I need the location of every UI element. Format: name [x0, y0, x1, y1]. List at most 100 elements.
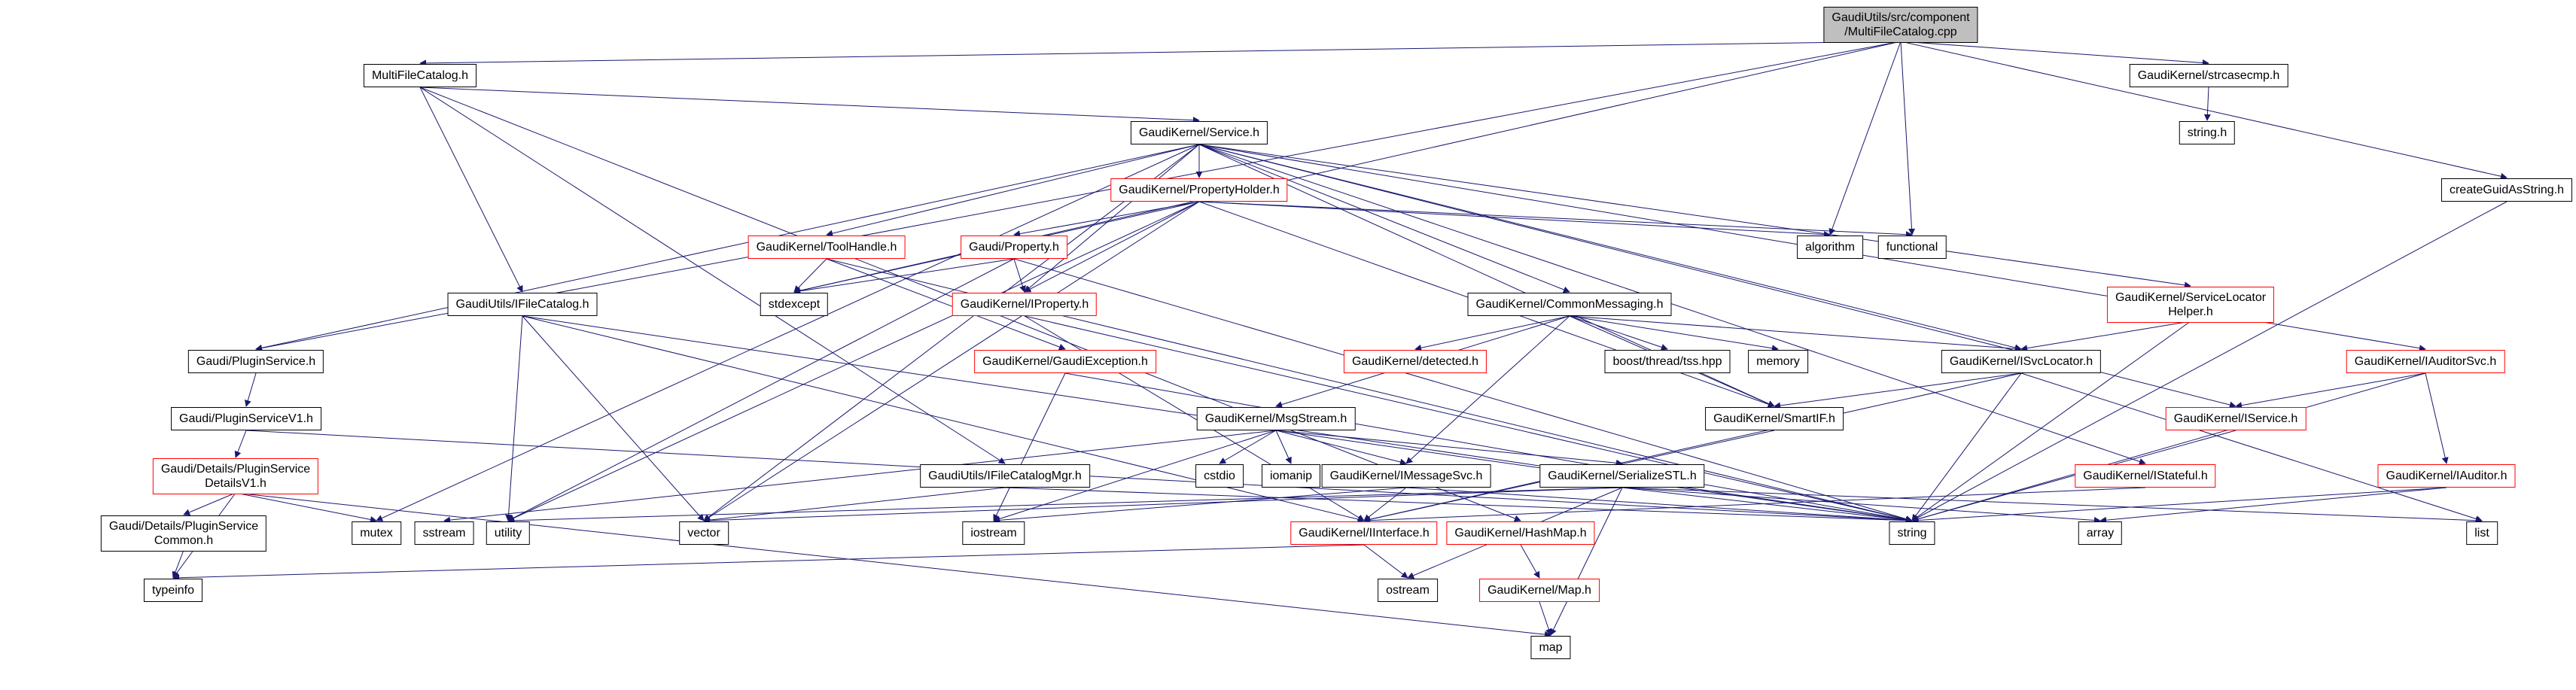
node-service[interactable]: GaudiKernel/Service.h: [1130, 121, 1268, 144]
node-ifilecatalogmgr[interactable]: GaudiUtils/IFileCatalogMgr.h: [920, 464, 1090, 488]
node-commonmsg[interactable]: GaudiKernel/CommonMessaging.h: [1467, 293, 1672, 316]
node-map_h[interactable]: GaudiKernel/Map.h: [1479, 579, 1600, 602]
edge-iauditorsvc-to-iauditor: [2425, 372, 2449, 464]
node-imessagesvc[interactable]: GaudiKernel/IMessageSvc.h: [1321, 464, 1491, 488]
edge-serializestl-to-map: [1550, 487, 1623, 636]
node-svclochelper[interactable]: GaudiKernel/ServiceLocator Helper.h: [2106, 287, 2275, 323]
edge-imessagesvc-to-string: [1405, 487, 1913, 524]
edge-property-to-string: [1013, 258, 1913, 523]
node-map: map: [1530, 636, 1571, 659]
edge-iinterface-to-ostream: [1363, 544, 1408, 579]
node-property[interactable]: Gaudi/Property.h: [961, 236, 1067, 259]
node-pscommon[interactable]: Gaudi/Details/PluginService Common.h: [100, 515, 267, 552]
node-stdexcept: stdexcept: [760, 293, 829, 316]
node-iservice[interactable]: GaudiKernel/IService.h: [2165, 407, 2307, 430]
edge-iauditor-to-array: [2099, 487, 2447, 524]
node-propholder[interactable]: GaudiKernel/PropertyHolder.h: [1110, 178, 1288, 202]
edge-commonmsg-to-detected: [1414, 315, 1570, 351]
node-ifilecatalog[interactable]: GaudiUtils/IFileCatalog.h: [447, 293, 598, 316]
node-hashmap[interactable]: GaudiKernel/HashMap.h: [1446, 521, 1595, 545]
edge-isvclocator-to-iinterface: [1363, 372, 2022, 523]
node-vector: vector: [679, 521, 729, 545]
node-gaudiexception[interactable]: GaudiKernel/GaudiException.h: [974, 350, 1156, 373]
edge-serializestl-to-string: [1621, 487, 1913, 524]
node-cstdio: cstdio: [1195, 464, 1244, 488]
node-psdetailsv1[interactable]: Gaudi/Details/PluginService DetailsV1.h: [152, 458, 319, 494]
edge-msgstream-to-iomanip: [1275, 430, 1292, 464]
edge-strcase-to-string_h: [2203, 87, 2211, 121]
edge-msgstream-to-serializestl: [1275, 430, 1623, 467]
edge-mfc_h-to-ifilecatalog: [419, 87, 523, 293]
node-mutex: mutex: [352, 521, 401, 545]
node-list: list: [2466, 521, 2498, 545]
edge-toolhandle-to-gaudiexception: [826, 258, 1066, 351]
node-iauditorsvc[interactable]: GaudiKernel/IAuditorSvc.h: [2346, 350, 2505, 373]
node-typeinfo: typeinfo: [143, 579, 203, 602]
edge-pluginservice-to-pluginservicev1: [244, 372, 257, 407]
node-mfc_h[interactable]: MultiFileCatalog.h: [363, 64, 477, 87]
node-serializestl[interactable]: GaudiKernel/SerializeSTL.h: [1539, 464, 1705, 488]
node-msgstream[interactable]: GaudiKernel/MsgStream.h: [1196, 407, 1356, 430]
edge-iauditorsvc-to-iservice: [2235, 372, 2426, 409]
edge-propholder-to-algorithm: [1198, 201, 1831, 239]
edge-pscommon-to-typeinfo: [172, 549, 184, 579]
edge-ifilecatalogmgr-to-vector: [703, 487, 1006, 524]
edge-service-to-svclochelper: [1198, 144, 2191, 289]
edge-property-to-utility: [507, 258, 1015, 521]
edge-createguid-to-string: [1911, 201, 2507, 521]
node-iinterface[interactable]: GaudiKernel/IInterface.h: [1290, 521, 1438, 545]
edge-isvclocator-to-smartif: [1774, 372, 2022, 409]
node-detected[interactable]: GaudiKernel/detected.h: [1343, 350, 1487, 373]
edge-iauditor-to-string: [1911, 487, 2447, 524]
node-pluginservice[interactable]: Gaudi/PluginService.h: [187, 350, 324, 373]
edge-cpp-to-mfc_h: [419, 41, 1902, 67]
node-iauditor[interactable]: GaudiKernel/IAuditor.h: [2377, 464, 2516, 488]
edge-commonmsg-to-boosttss: [1569, 315, 1668, 351]
node-functional: functional: [1877, 236, 1947, 259]
edge-map_h-to-map: [1539, 601, 1552, 636]
edge-service-to-istateful: [1198, 144, 2146, 465]
edge-msgstream-to-imessagesvc: [1275, 430, 1407, 466]
edge-psdetailsv1-to-pscommon: [183, 492, 236, 516]
edge-serializestl-to-utility: [507, 487, 1623, 524]
edge-gaudiexception-to-string: [1064, 372, 1913, 524]
node-isvclocator[interactable]: GaudiKernel/ISvcLocator.h: [1941, 350, 2102, 373]
edge-propholder-to-functional: [1198, 201, 1913, 239]
edge-ifilecatalog-to-vector: [522, 315, 705, 521]
node-utility: utility: [486, 521, 531, 545]
node-cpp: GaudiUtils/src/component /MultiFileCatal…: [1823, 7, 1978, 43]
edge-propholder-to-utility: [507, 201, 1200, 521]
node-string_h: string.h: [2179, 121, 2236, 144]
edge-toolhandle-to-stdexcept: [793, 258, 827, 293]
edge-svclochelper-to-string: [1911, 321, 2191, 521]
edge-iservice-to-string: [1911, 430, 2236, 523]
node-istateful[interactable]: GaudiKernel/IStateful.h: [2075, 464, 2216, 488]
edge-propholder-to-property: [1013, 201, 1200, 238]
edge-commonmsg-to-memory: [1569, 315, 1779, 352]
edge-psdetailsv1-to-mutex: [235, 492, 377, 523]
edge-hashmap-to-map_h: [1520, 544, 1540, 579]
edge-commonmsg-to-isvclocator: [1569, 315, 2022, 352]
edge-isvclocator-to-string: [1911, 372, 2022, 521]
node-array: array: [2078, 521, 2123, 545]
node-toolhandle[interactable]: GaudiKernel/ToolHandle.h: [748, 236, 906, 259]
edge-svclochelper-to-isvclocator: [2020, 321, 2191, 352]
node-ostream: ostream: [1378, 579, 1438, 602]
node-pluginservicev1[interactable]: Gaudi/PluginServiceV1.h: [171, 407, 321, 430]
edge-serializestl-to-array: [1621, 487, 2101, 524]
node-iostream: iostream: [962, 521, 1025, 545]
edge-serializestl-to-vector: [703, 487, 1623, 524]
edge-imessagesvc-to-iostream: [993, 487, 1407, 524]
edge-msgstream-to-sstream: [443, 430, 1277, 524]
node-smartif[interactable]: GaudiKernel/SmartIF.h: [1705, 407, 1844, 430]
node-boosttss: boost/thread/tss.hpp: [1604, 350, 1731, 373]
edge-cpp-to-createguid: [1900, 41, 2507, 180]
edge-service-to-toolhandle: [826, 144, 1200, 237]
edge-msgstream-to-iostream: [993, 430, 1277, 522]
edge-propholder-to-vector: [703, 201, 1200, 521]
edge-property-to-stdexcept: [793, 258, 1015, 295]
node-iproperty[interactable]: GaudiKernel/IProperty.h: [952, 293, 1098, 316]
node-strcase[interactable]: GaudiKernel/strcasecmp.h: [2129, 64, 2288, 87]
edge-mfc_h-to-ifilecatalogmgr: [419, 87, 1006, 464]
node-createguid[interactable]: createGuidAsString.h: [2441, 178, 2573, 202]
